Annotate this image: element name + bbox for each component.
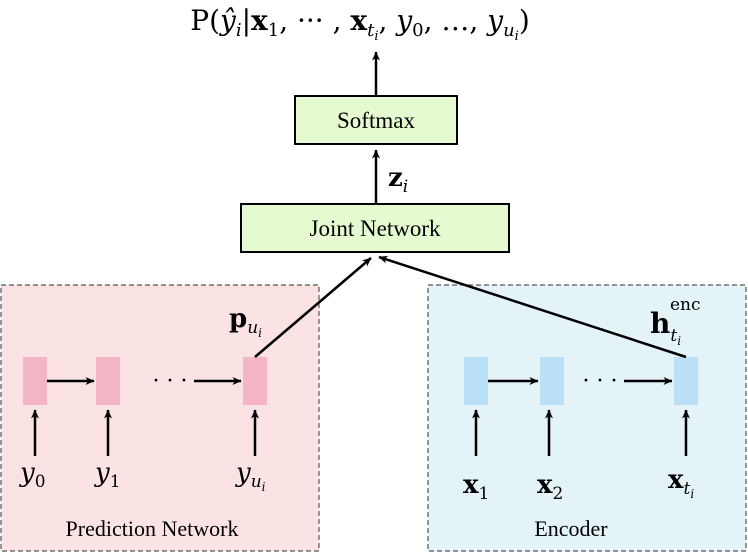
prediction-to-joint-arrow xyxy=(254,257,372,358)
input-xt-label: xti xyxy=(668,465,694,501)
encoder-dots: · · · xyxy=(583,369,618,394)
p-u-label: pui xyxy=(229,304,262,340)
joint-network-box: Joint Network xyxy=(240,203,510,253)
joint-network-label: Joint Network xyxy=(310,216,441,241)
z-label: zi xyxy=(388,163,408,197)
encoder-to-joint-arrow xyxy=(378,255,687,359)
softmax-label: Softmax xyxy=(337,108,415,133)
prediction-dots: · · · xyxy=(153,369,188,394)
prediction-cell-1 xyxy=(96,357,120,405)
encoder-cell-2 xyxy=(540,357,564,405)
prediction-cell-u xyxy=(243,357,267,405)
input-x1-label: x1 xyxy=(463,470,489,504)
encoder-cell-1 xyxy=(464,357,488,405)
input-yu-label: yui xyxy=(235,458,266,494)
encoder-panel: Encoder · · · x1 x2 xti hti enc xyxy=(427,284,747,552)
output-probability-label: P(ŷi|x1, ··· , xti, y0, …, yui) xyxy=(190,4,530,44)
input-y0-label: y0 xyxy=(19,458,46,492)
encoder-cell-t xyxy=(674,357,698,405)
prediction-network-label: Prediction Network xyxy=(66,516,239,541)
encoder-label: Encoder xyxy=(534,516,608,541)
h-enc-superscript: enc xyxy=(670,295,701,315)
input-x2-label: x2 xyxy=(537,470,563,504)
softmax-box: Softmax xyxy=(294,95,458,145)
h-enc-label: hti xyxy=(650,307,681,348)
prediction-network-panel: Prediction Network · · · y0 y1 yui pui xyxy=(0,284,320,552)
prediction-cell-0 xyxy=(23,357,47,405)
input-y1-label: y1 xyxy=(94,458,121,492)
